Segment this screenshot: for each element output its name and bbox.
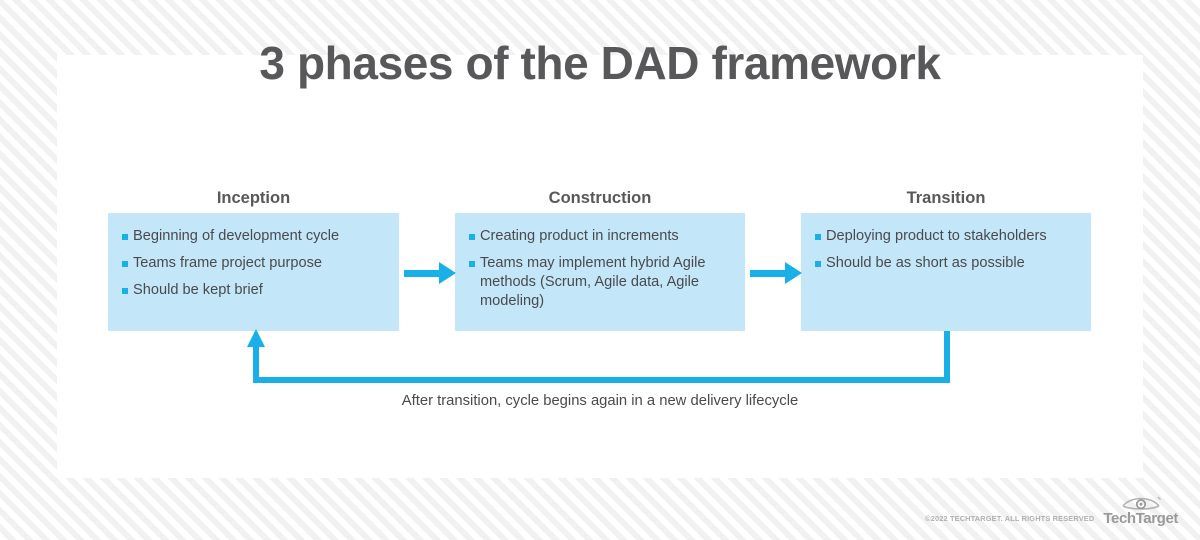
page-title: 3 phases of the DAD framework — [259, 37, 941, 89]
techtarget-wordmark: TechTarget — [1103, 510, 1178, 527]
copyright-text: ©2022 TECHTARGET. ALL RIGHTS RESERVED — [925, 514, 1095, 523]
eye-icon — [1122, 496, 1161, 510]
content-card — [57, 55, 1143, 478]
footer: ©2022 TECHTARGET. ALL RIGHTS RESERVED Te… — [925, 494, 1178, 526]
diagram-caption: After transition, cycle begins again in … — [401, 393, 799, 409]
techtarget-logo: TechTarget — [1103, 494, 1178, 526]
